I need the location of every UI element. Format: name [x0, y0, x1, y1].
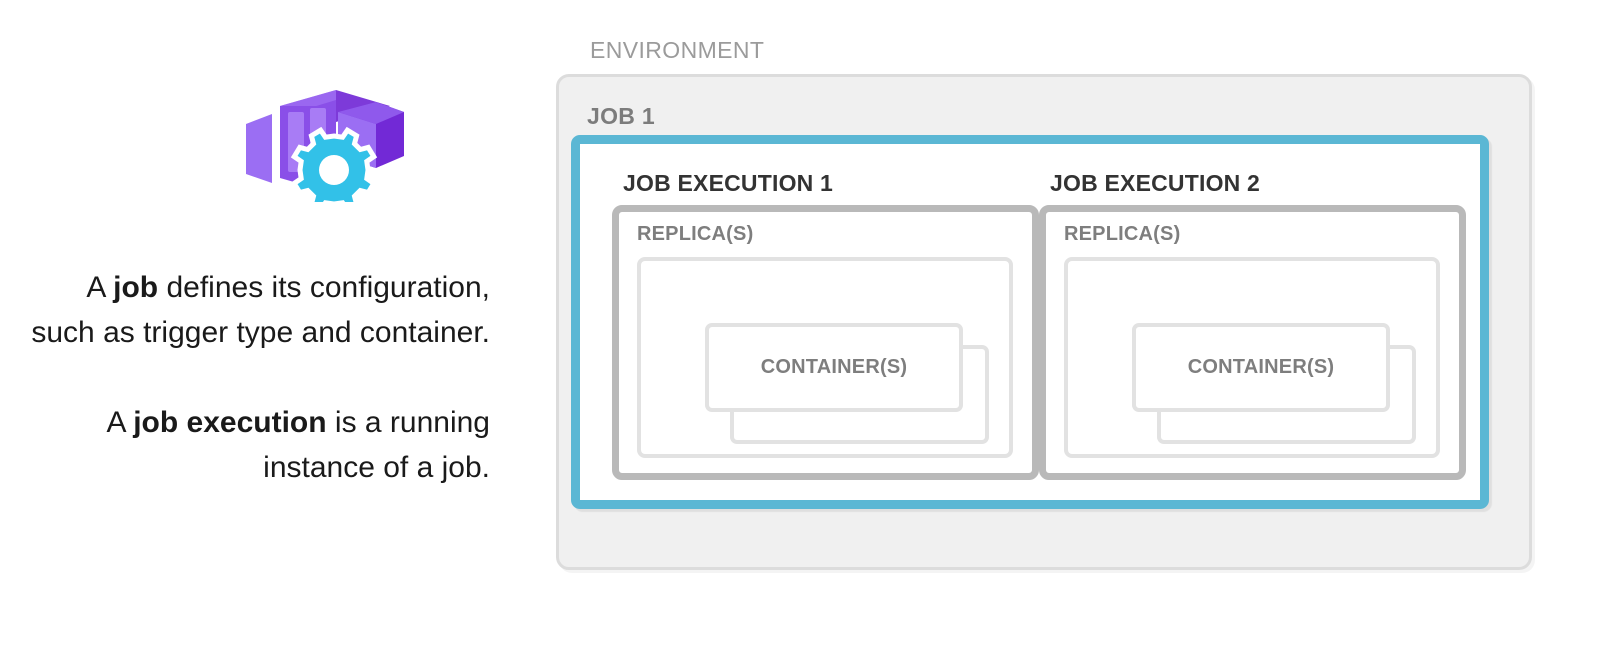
replica-box-1: REPLICA(S) CONTAINER(S): [612, 205, 1039, 480]
job-execution-1-label: JOB EXECUTION 1: [623, 170, 834, 196]
caption-bold-job: job: [113, 271, 159, 304]
replica-label-2: REPLICA(S): [1064, 223, 1181, 245]
caption-prefix-2: A: [106, 406, 134, 439]
caption-prefix: A: [86, 271, 114, 304]
caption-suffix: defines its configuration, such as trigg…: [31, 271, 490, 349]
container-box-front-2: CONTAINER(S): [1132, 323, 1390, 412]
replica-box-2: REPLICA(S) CONTAINER(S): [1039, 205, 1466, 480]
job-box: JOB EXECUTION 1 REPLICA(S) CONTAINER(S) …: [571, 135, 1489, 509]
caption-paragraph-job: A job defines its configuration, such as…: [20, 265, 490, 355]
container-label-1: CONTAINER(S): [760, 356, 908, 378]
caption-bold-job-execution: job execution: [133, 406, 327, 439]
explanation-panel: A job defines its configuration, such as…: [0, 0, 520, 646]
container-apps-jobs-icon: [238, 82, 418, 214]
environment-label: ENVIRONMENT: [590, 37, 765, 63]
container-box-front-1: CONTAINER(S): [705, 323, 963, 412]
replica-label-1: REPLICA(S): [637, 223, 754, 245]
container-label-2: CONTAINER(S): [1187, 356, 1335, 378]
replica-instance-1: CONTAINER(S): [637, 257, 1013, 458]
job-execution-2: JOB EXECUTION 2 REPLICA(S) CONTAINER(S): [1039, 144, 1482, 500]
job-label: JOB 1: [587, 103, 655, 129]
job-execution-1: JOB EXECUTION 1 REPLICA(S) CONTAINER(S): [612, 144, 1055, 500]
caption-text: A job defines its configuration, such as…: [20, 265, 490, 490]
caption-suffix-2: is a running instance of a job.: [263, 406, 490, 484]
caption-spacer: [20, 355, 490, 400]
replica-instance-2: CONTAINER(S): [1064, 257, 1440, 458]
job-execution-2-label: JOB EXECUTION 2: [1050, 170, 1261, 196]
caption-paragraph-execution: A job execution is a running instance of…: [20, 400, 491, 490]
